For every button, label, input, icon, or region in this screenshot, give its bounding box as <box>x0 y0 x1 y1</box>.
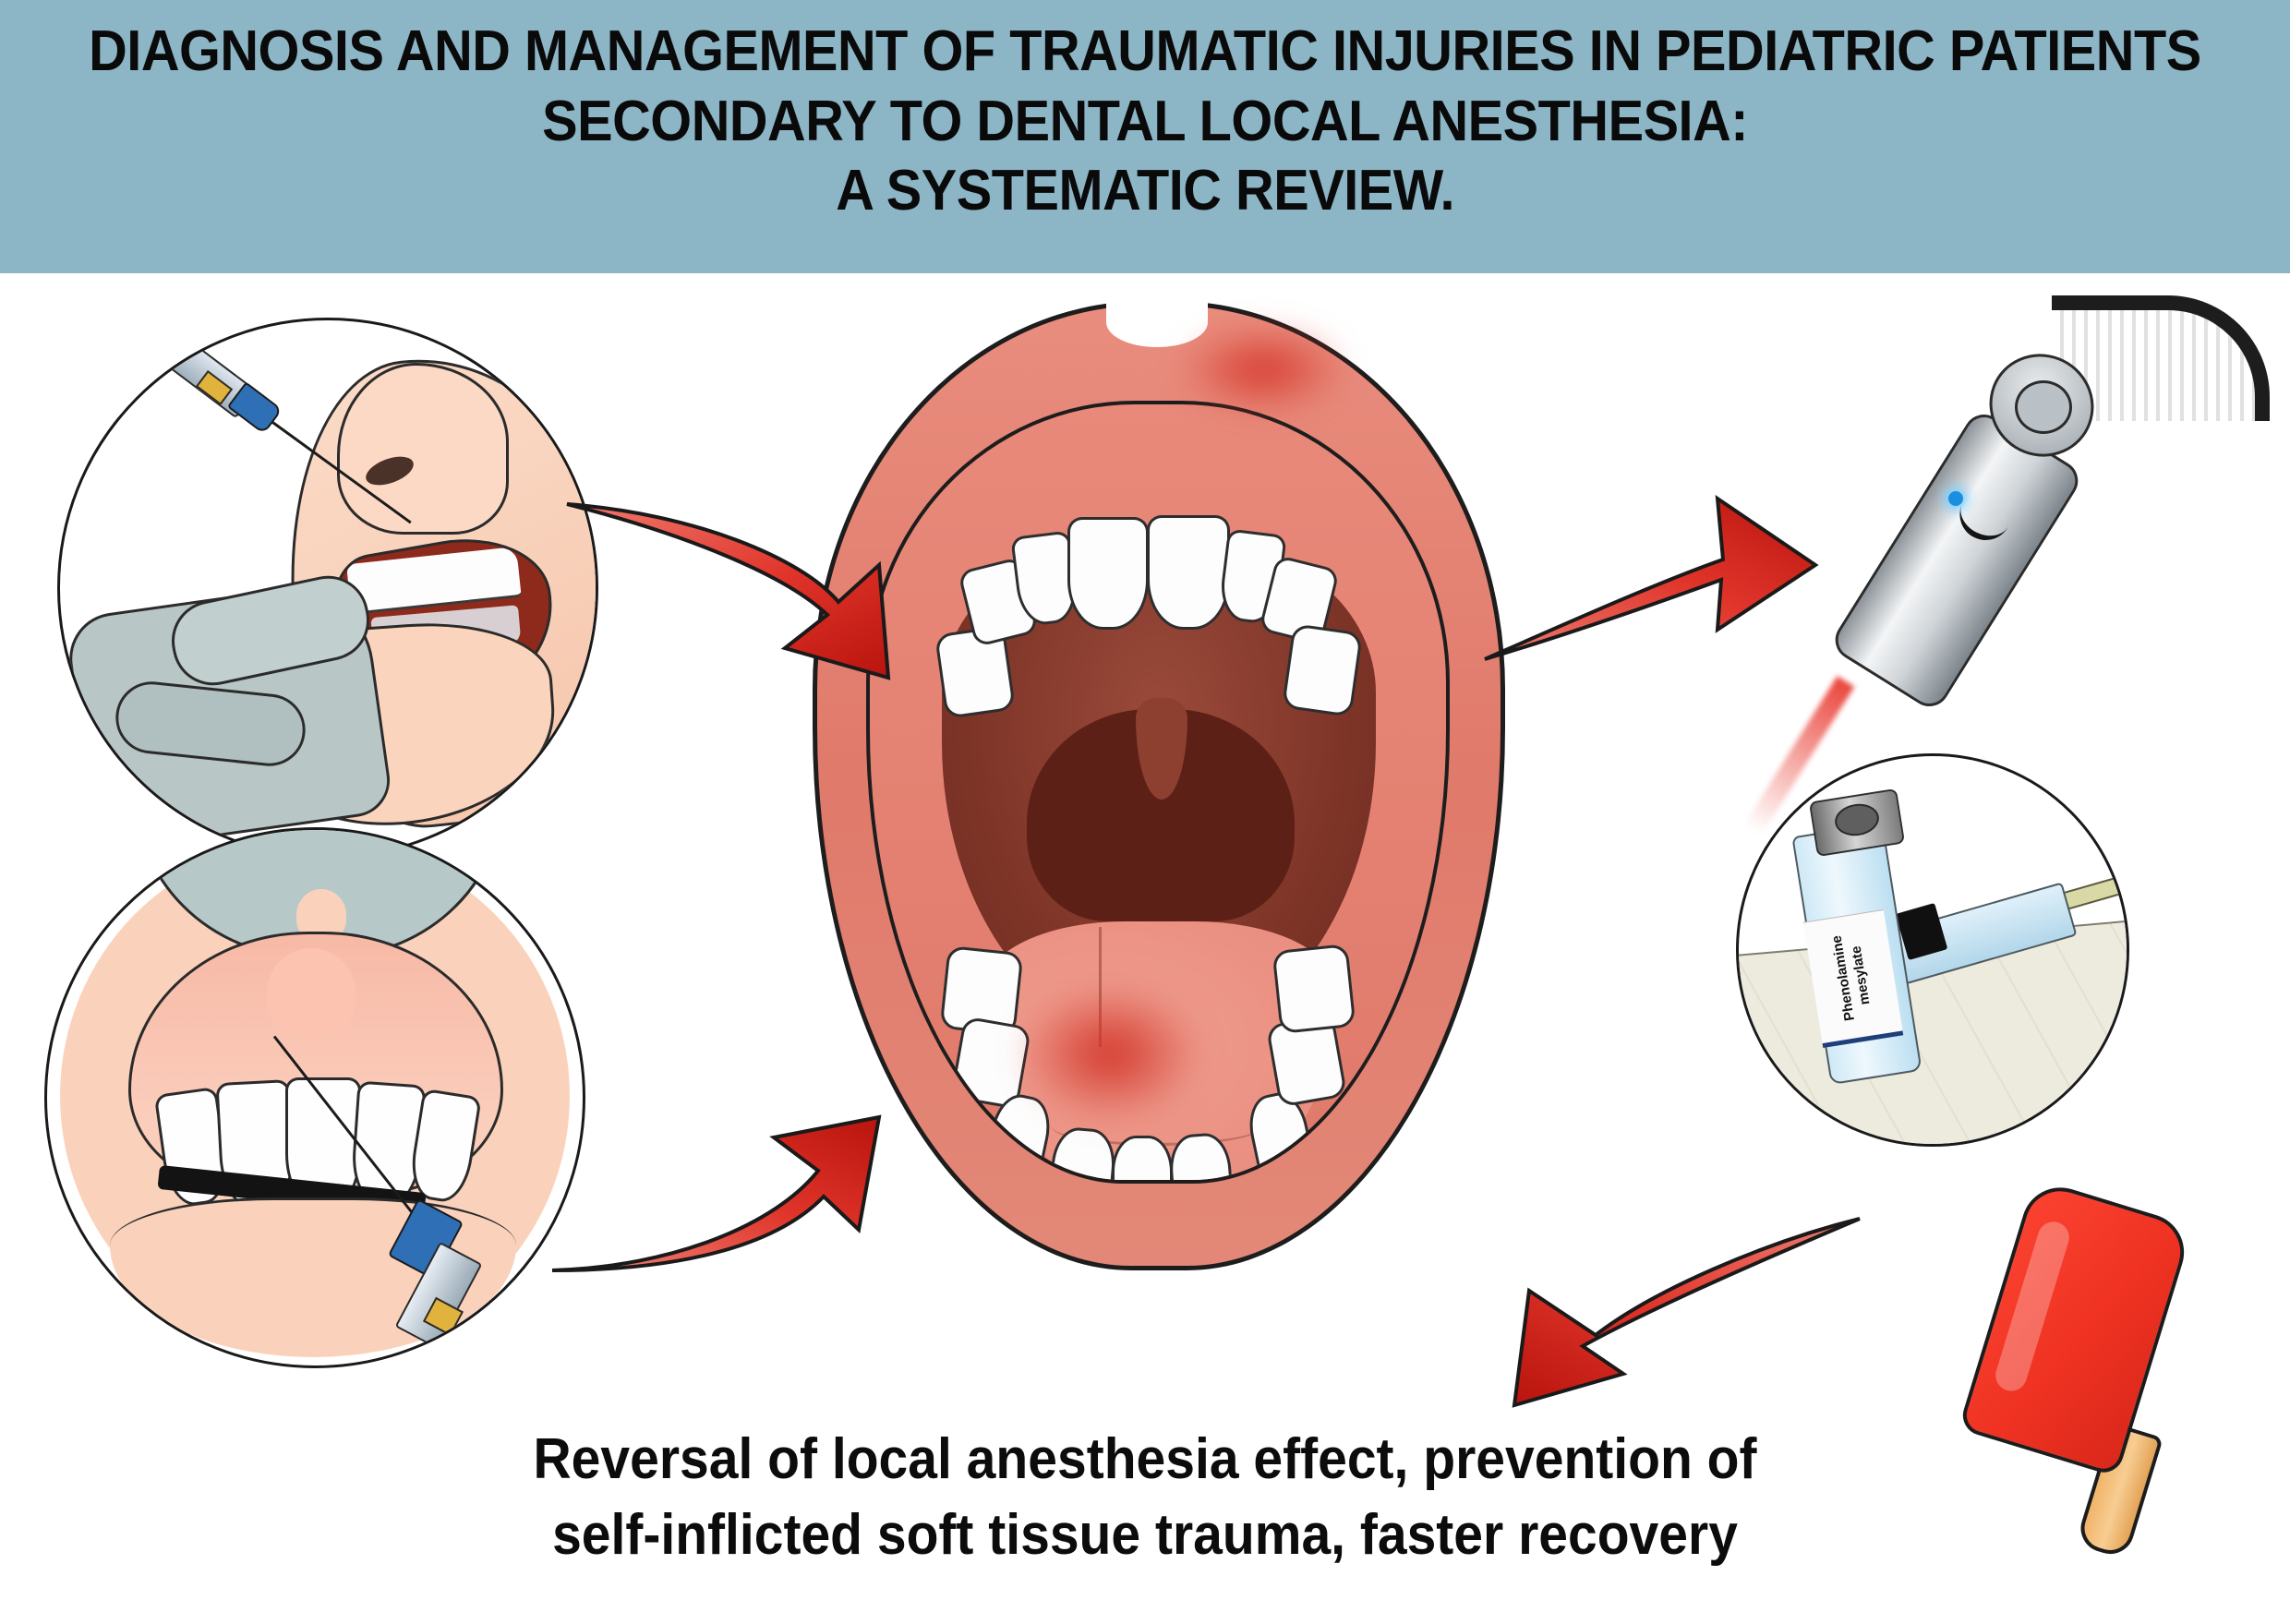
title-line-3: A SYSTEMATIC REVIEW. <box>836 159 1454 223</box>
laser-connector-ring <box>2015 380 2072 434</box>
arrow-popsicle-to-mouth <box>1512 1217 1861 1408</box>
panel-gum-injection-illustration <box>44 827 585 1368</box>
tooth-lower-center-incisor <box>1112 1136 1173 1180</box>
arrow-lip-injection-to-mouth <box>566 502 891 680</box>
labial-frenum-shape <box>267 948 356 1037</box>
tooth-lower-right-molar <box>1272 943 1356 1035</box>
tooth-upper-right-central-incisor <box>1147 515 1230 630</box>
tooth-upper-left-central-incisor <box>1067 517 1149 630</box>
oral-mucosa <box>866 401 1450 1184</box>
title-banner: DIAGNOSIS AND MANAGEMENT OF TRAUMATIC IN… <box>0 0 2290 273</box>
graphical-abstract-canvas: Phenolamine mesylate <box>0 273 2290 1624</box>
caption-line-1: Reversal of local anesthesia effect, pre… <box>533 1427 1757 1491</box>
arrow-mouth-to-laser <box>1484 494 1819 661</box>
panel-lip-injection-illustration <box>57 318 598 859</box>
laser-indicator-led <box>1948 491 1963 506</box>
outcome-caption: Reversal of local anesthesia effect, pre… <box>0 1422 2290 1573</box>
caption-line-2: self-inflicted soft tissue trauma, faste… <box>552 1502 1738 1567</box>
nose-shape <box>337 363 509 535</box>
panel-drug-vial-illustration: Phenolamine mesylate <box>1736 753 2129 1147</box>
arrow-gum-injection-to-mouth <box>551 1114 882 1272</box>
cupids-bow-notch <box>1106 297 1208 347</box>
vial-label-text: Phenolamine mesylate <box>1829 932 1877 1022</box>
trauma-lesion-tongue <box>1018 984 1202 1123</box>
title-line-2: SECONDARY TO DENTAL LOCAL ANESTHESIA: <box>542 89 1748 153</box>
tooth-upper-right-second-molar <box>1281 623 1364 717</box>
trauma-lesion-upper-lip <box>1180 325 1346 414</box>
panel-open-mouth-trauma <box>813 297 1505 1270</box>
upper-teeth-row <box>346 547 522 616</box>
title-line-1: DIAGNOSIS AND MANAGEMENT OF TRAUMATIC IN… <box>89 19 2201 83</box>
panel-laser-handpiece <box>1743 295 2281 836</box>
